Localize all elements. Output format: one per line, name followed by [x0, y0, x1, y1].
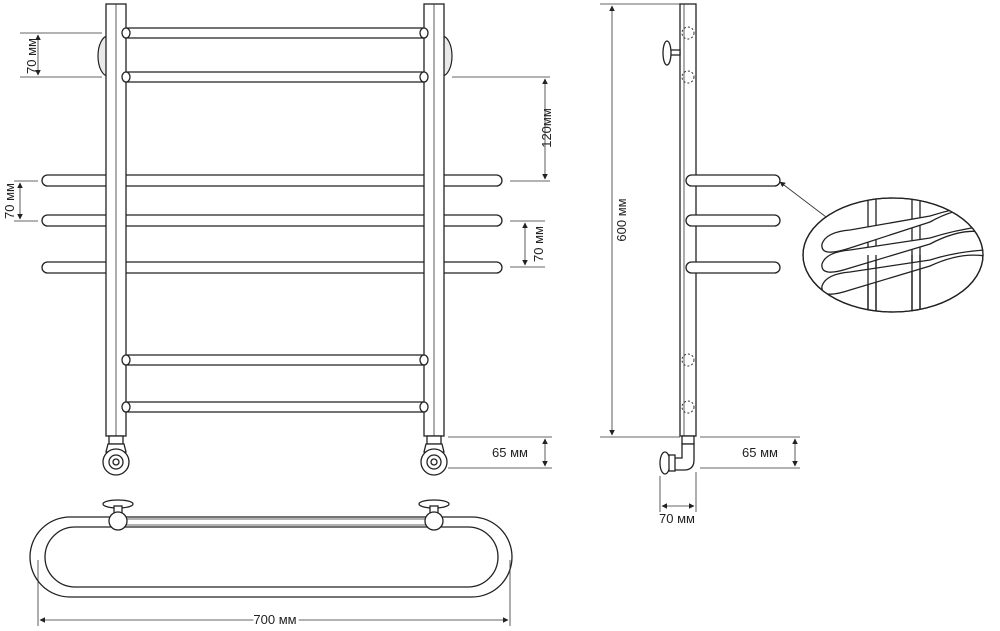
- side-wall-mount: [662, 40, 681, 66]
- detail-view: [802, 197, 984, 313]
- top-mount-right: [418, 499, 450, 531]
- lower-bar-1: [121, 354, 431, 366]
- dim-wall-offset: 70 мм: [659, 511, 695, 526]
- side-bar-1: [685, 174, 781, 187]
- dim-spacing-middle: 120мм: [539, 108, 554, 148]
- side-fitting: [659, 435, 695, 475]
- fitting-left: [102, 435, 130, 476]
- fitting-right: [420, 435, 448, 476]
- dim-spacing-top: 70 мм: [24, 38, 39, 74]
- dim-connection-side: 65 мм: [742, 445, 778, 460]
- top-view: 700 мм: [29, 499, 513, 630]
- shelf-bar-2: [41, 214, 503, 227]
- lower-bar-2: [121, 401, 431, 413]
- side-bar-2: [685, 214, 781, 227]
- dim-spacing-shelf-right: 70 мм: [531, 226, 546, 262]
- top-bar-2: [121, 71, 431, 83]
- shelf-bar-1: [41, 174, 503, 187]
- top-bar-1: [121, 27, 431, 39]
- side-bar-3: [685, 261, 781, 274]
- dim-connection-front: 65 мм: [492, 445, 528, 460]
- top-mount-left: [102, 499, 134, 531]
- dim-spacing-shelf-left: 70 мм: [2, 183, 17, 219]
- side-view: 600 мм 65 мм: [600, 3, 831, 526]
- shelf-bar-3: [41, 261, 503, 274]
- dim-height-total: 600 мм: [614, 198, 629, 241]
- loop-inner: [44, 526, 499, 588]
- dim-width-total: 700 мм: [253, 612, 296, 627]
- front-view: 70 мм 120мм 70 мм 70 мм 65 мм: [2, 3, 554, 476]
